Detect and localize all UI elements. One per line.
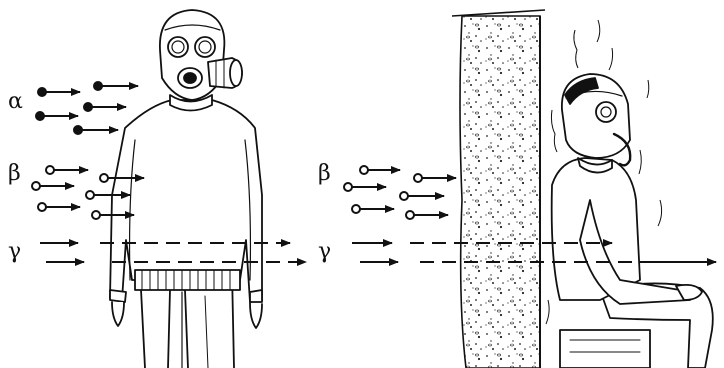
concrete-wall xyxy=(452,10,545,368)
standing-person xyxy=(110,10,262,368)
beta-label-right: β xyxy=(318,161,331,186)
alpha-particles xyxy=(36,82,138,134)
beta-particles-right xyxy=(344,166,456,219)
seated-person xyxy=(552,74,713,368)
alpha-label: α xyxy=(8,89,23,114)
beta-label-left: β xyxy=(8,161,21,186)
gamma-label-right: γ xyxy=(318,239,331,264)
gamma-label-left: γ xyxy=(8,239,21,264)
